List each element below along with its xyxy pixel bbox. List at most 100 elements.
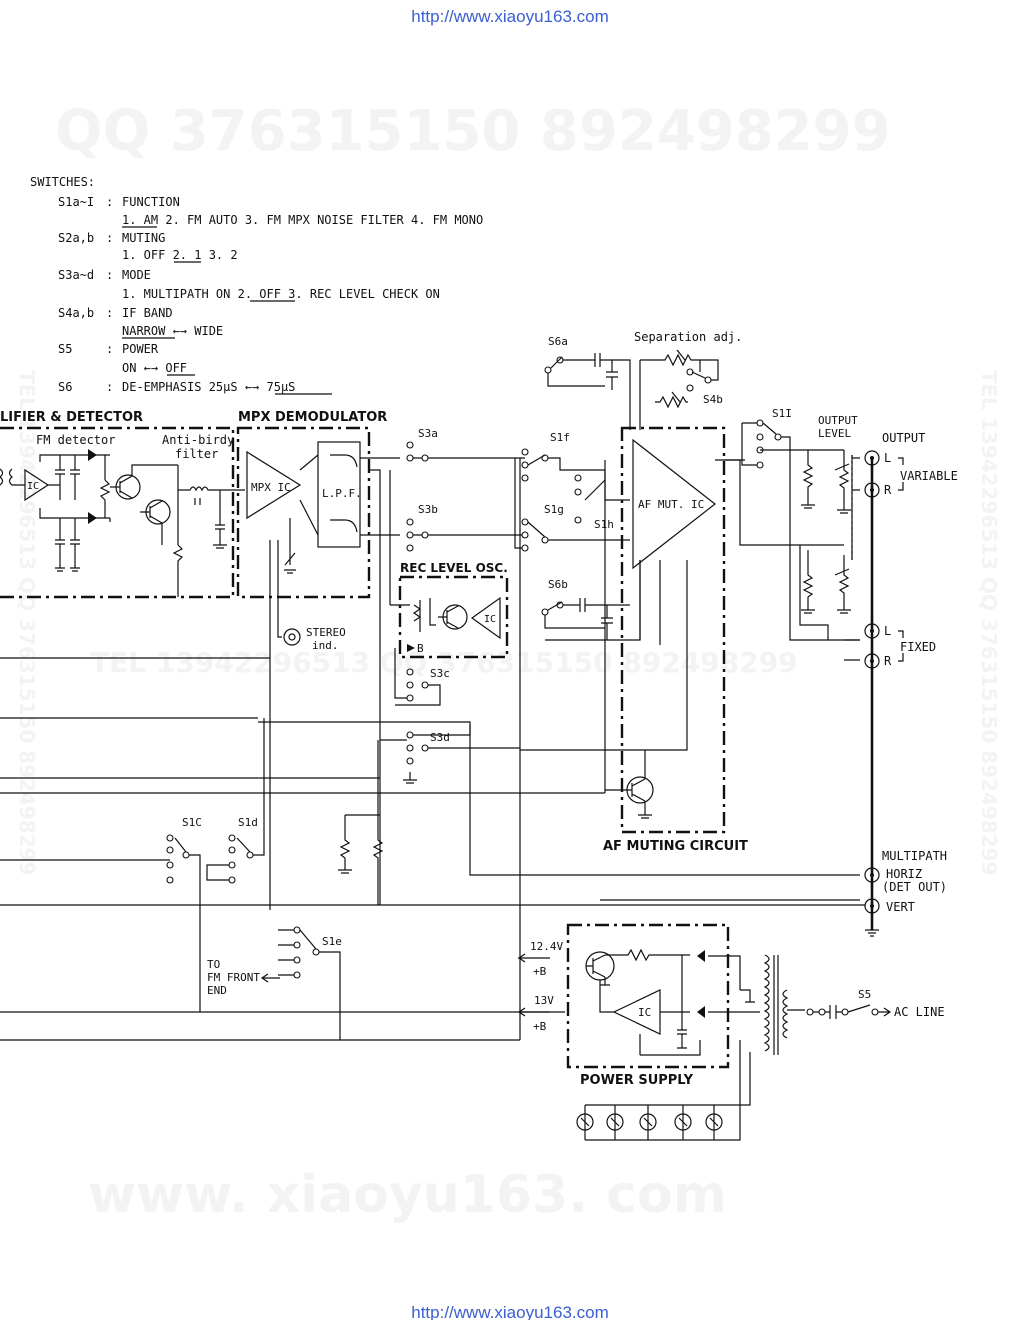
mpx-ic-symbol (246, 450, 302, 520)
rec-osc-b-label: B (417, 642, 424, 655)
v13-label: 13V (534, 994, 554, 1007)
s3a-label: S3a (418, 427, 438, 440)
switches-legend: SWITCHES: S1a~I : FUNCTION 1. AM 2. FM A… (30, 175, 483, 395)
s1f-s1g-switches: S1f S1g S1h (514, 431, 630, 552)
legend-title: SWITCHES: (30, 175, 95, 189)
anti-birdy-label-1: Anti-birdy (162, 433, 234, 447)
pilot-lamp-5 (705, 1113, 723, 1131)
variable-R-jack (864, 482, 880, 498)
s1c-s1d-switches: S1C S1d (166, 718, 265, 1012)
mpx-ic-label: MPX IC (251, 481, 291, 494)
legend-name-6: DE-EMPHASIS 25μS ←→ 75μS (122, 380, 295, 394)
output-level-pots: OUTPUT LEVEL (760, 414, 860, 661)
s6a-label: S6a (548, 335, 568, 348)
pilot-lamp-4 (674, 1113, 692, 1131)
fixed-L-label: L (884, 624, 891, 638)
s3d-label: S3d (430, 731, 450, 744)
svg-text::: : (106, 306, 113, 320)
fixed-label: FIXED (900, 640, 936, 654)
svg-text::: : (106, 195, 113, 209)
top-url-link[interactable]: http://www.xiaoyu163.com (411, 7, 608, 26)
legend-opts-4: NARROW ←→ WIDE (122, 324, 223, 338)
mpx-demod-title: MPX DEMODULATOR (238, 410, 387, 425)
rec-level-osc-title: REC LEVEL OSC. (400, 561, 508, 575)
output-level-1: OUTPUT (818, 414, 858, 427)
output-jacks: OUTPUT L R VARIABLE L R FIXED MULTIPATH … (378, 431, 958, 937)
vert-label: VERT (886, 900, 915, 914)
svg-text::: : (106, 380, 113, 394)
variable-L-label: L (884, 451, 891, 465)
legend-sym-3: S3a~d (58, 268, 94, 282)
watermark-side-left: TEL 13942296513 QQ 376315150 892498299 (15, 370, 39, 875)
rec-level-osc-box (398, 575, 509, 659)
af-muting-title: AF MUTING CIRCUIT (603, 839, 748, 854)
legend-opts-2: 1. OFF 2. 1 3. 2 (122, 248, 238, 262)
s6b-label: S6b (548, 578, 568, 591)
watermark-middle: TEL 13942296513 QQ 376315150 892498299 (90, 646, 798, 679)
osc-ic-label: IC (484, 614, 496, 625)
amp-detector-title: LIFIER & DETECTOR (0, 410, 143, 425)
fm-front-2: FM FRONT (207, 971, 260, 984)
anti-birdy-label-2: filter (175, 447, 218, 461)
s3b-label: S3b (418, 503, 438, 516)
power-supply-block: POWER SUPPLY 12.4V +B 13V +B IC S5 AC LI… (517, 923, 945, 1088)
pilot-lamp-2 (606, 1113, 624, 1131)
legend-name-5: POWER (122, 342, 159, 356)
legend-sym-6: S6 (58, 380, 72, 394)
horiz-jack (864, 867, 880, 883)
s3-switches: S3a S3b REC LEVEL OSC. IC B S3c S3d (258, 427, 525, 784)
watermark-top: QQ 376315150 892498299 (55, 99, 891, 164)
legend-sym-2: S2a,b (58, 231, 94, 245)
s4b-label: S4b (703, 393, 723, 406)
s1d-label: S1d (238, 816, 258, 829)
s1I-switch: S1I (724, 407, 860, 641)
s1h-label: S1h (594, 518, 614, 531)
legend-sym-4: S4a,b (58, 306, 94, 320)
horiz-label: HORIZ (886, 867, 922, 881)
reg-ic-label: IC (638, 1006, 651, 1019)
s1g-label: S1g (544, 503, 564, 516)
legend-sym-5: S5 (58, 342, 72, 356)
s1f-label: S1f (550, 431, 570, 444)
af-mut-ic-label: AF MUT. IC (638, 498, 704, 511)
s6b-switch: S6b (541, 560, 641, 641)
svg-text::: : (106, 268, 113, 282)
v124-label: 12.4V (530, 940, 563, 953)
watermark-side-right: TEL 13942296513 QQ 376315150 892498299 (977, 370, 1001, 875)
variable-label: VARIABLE (900, 469, 958, 483)
af-muting-block: AF MUTING CIRCUIT AF MUT. IC (520, 426, 800, 854)
amp-detector-block: LIFIER & DETECTOR FM detector Anti-birdy… (0, 410, 605, 1041)
svg-text::: : (106, 231, 113, 245)
separation-adj-label: Separation adj. (634, 330, 742, 344)
legend-opts-3: 1. MULTIPATH ON 2. OFF 3. REC LEVEL CHEC… (122, 287, 440, 301)
af-mut-ic-symbol (632, 438, 716, 570)
variable-R-label: R (884, 483, 892, 497)
fm-front-1: TO (207, 958, 220, 971)
s1I-label: S1I (772, 407, 792, 420)
legend-name-3: MODE (122, 268, 151, 282)
variable-L-jack (864, 450, 880, 466)
s3c-label: S3c (430, 667, 450, 680)
fm-front-3: END (207, 984, 227, 997)
plus-b-1: +B (533, 965, 547, 978)
pilot-lamps (576, 1040, 751, 1141)
legend-sym-1: S1a~I (58, 195, 94, 209)
mpx-demod-block: MPX DEMODULATOR MPX IC L.P.F. (236, 410, 400, 599)
s5-label: S5 (858, 988, 871, 1001)
stereo-label-1: STEREO (306, 626, 346, 639)
legend-opts-1: 1. AM 2. FM AUTO 3. FM MPX NOISE FILTER … (122, 213, 483, 227)
power-supply-title: POWER SUPPLY (580, 1073, 694, 1088)
stereo-indicator: STEREO ind. (269, 540, 346, 910)
bottom-url-link[interactable]: http://www.xiaoyu163.com (411, 1303, 608, 1320)
fixed-L-jack (864, 623, 880, 639)
svg-text::: : (106, 342, 113, 356)
fixed-R-jack (864, 653, 880, 669)
s1c-label: S1C (182, 816, 202, 829)
s1e-label: S1e (322, 935, 342, 948)
lpf-box (317, 441, 361, 548)
bias-resistors (0, 725, 860, 906)
s6a-switch: S6a (544, 335, 631, 430)
pilot-lamp-3 (639, 1113, 657, 1131)
ac-line-label: AC LINE (894, 1005, 945, 1019)
